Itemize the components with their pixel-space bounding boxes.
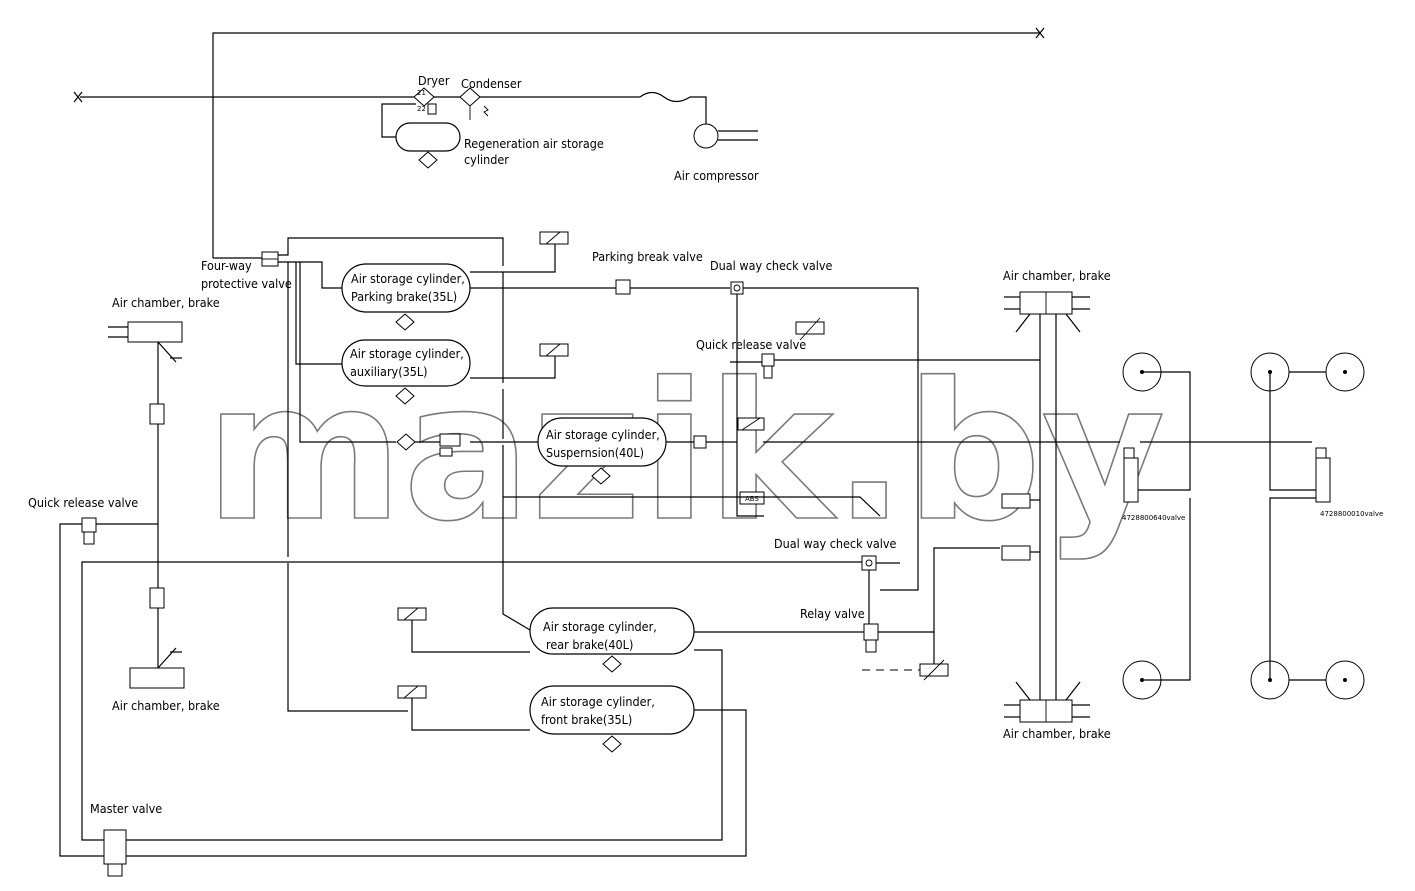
four-way-label-1: Four-way [201,258,252,273]
quick-release-mid-label: Quick release valve [696,337,806,352]
cyl-susp-label-2: Suspernsion(40L) [546,445,644,460]
abs-mid-label: ABS [745,495,759,503]
cylinder-parking [341,263,471,331]
quick-release-left-label: Quick release valve [28,495,138,510]
cylinder-rear [529,607,695,673]
parking-valve-label: Parking break valve [592,249,703,264]
chamber-left-top-label: Air chamber, brake [112,295,220,310]
cyl-parking-label-1: Air storage cylinder, [351,271,465,286]
valve-b-label: 4728800010valve [1320,510,1383,518]
master-valve-label: Master valve [90,801,162,816]
cyl-rear-label-1: Air storage cylinder, [543,619,657,634]
cylinder-suspension [396,417,667,485]
wheel-sensors [1122,352,1365,700]
air-compressor-symbol [693,123,758,149]
cyl-aux-label-1: Air storage cylinder, [350,346,464,361]
chamber-left-bottom-label: Air chamber, brake [112,698,220,713]
relay-valve-label: Relay valve [800,606,865,621]
condenser-label: Condenser [461,76,522,91]
four-way-label-2: protective valve [201,276,292,291]
cylinder-auxiliary [341,339,471,405]
dryer-label: Dryer [418,73,450,88]
regen-label-2: cylinder [464,152,509,167]
relay-valve-group [90,547,1000,681]
svg-text:22: 22 [417,105,426,113]
valve-a-label: 4728800640valve [1122,514,1185,522]
cyl-parking-label-2: Parking brake(35L) [351,289,457,304]
regen-label-1: Regeneration air storage [464,136,604,151]
chamber-right-top-label: Air chamber, brake [1003,268,1111,283]
dual-check-mid-label: Dual way check valve [774,536,897,551]
cyl-front-label-2: front brake(35L) [541,712,632,727]
right-brake-circuit [1001,291,1090,723]
cyl-susp-label-1: Air storage cylinder, [546,427,660,442]
chamber-right-bottom-label: Air chamber, brake [1003,726,1111,741]
cyl-front-label-1: Air storage cylinder, [541,694,655,709]
condenser-symbol [459,87,489,120]
regeneration-cylinder [381,103,461,169]
distribution-lines [278,237,1312,712]
left-brake-circuit [59,321,747,877]
quick-release-mid [503,317,1040,517]
pressure-switches [397,231,569,731]
top-supply-lines [73,27,1045,258]
svg-text:21: 21 [417,89,426,97]
cyl-aux-label-2: auxiliary(35L) [350,364,428,379]
air-compressor-label: Air compressor [674,168,759,183]
four-way-valve [213,251,279,267]
dual-check-top-label: Dual way check valve [710,258,833,273]
parking-valve-lines [470,279,919,591]
dryer-symbol: 21 22 [413,87,437,115]
cyl-rear-label-2: rear brake(40L) [546,637,633,652]
